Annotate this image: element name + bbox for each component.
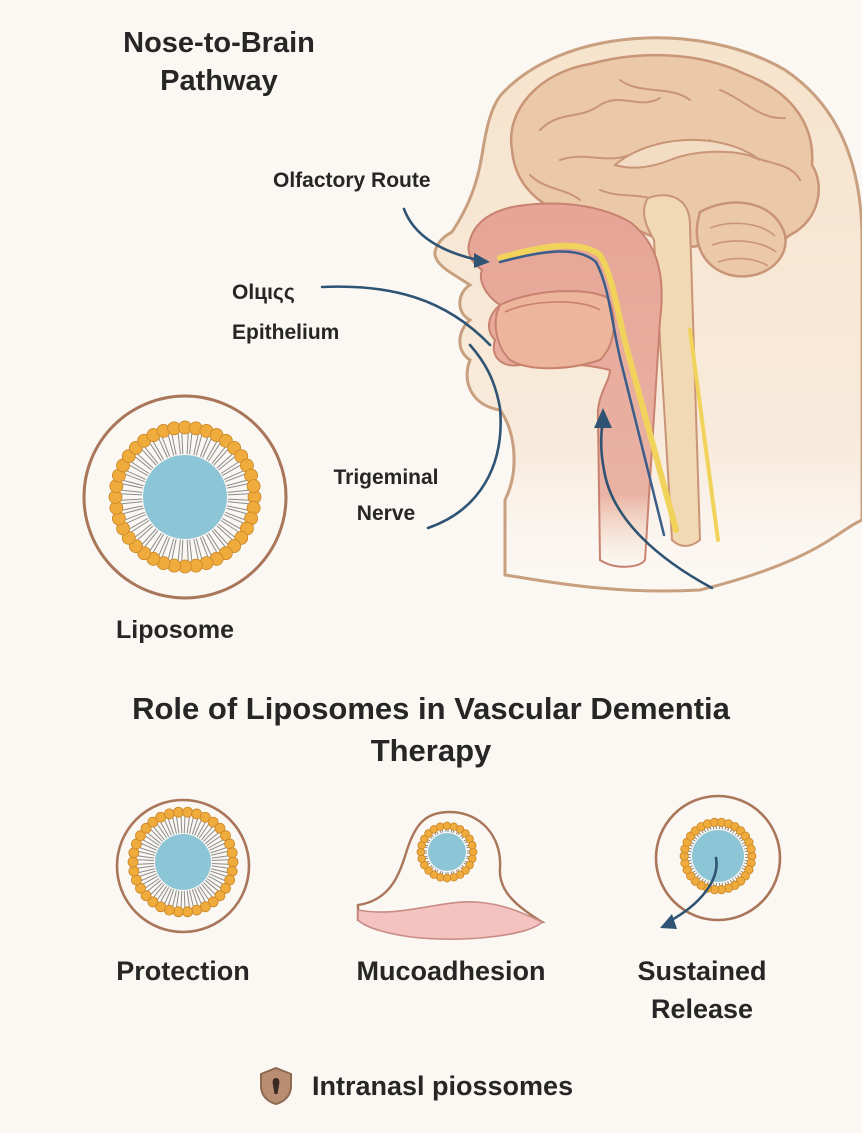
pathway-title-line1: Nose-to-Brain: [100, 24, 338, 62]
lipid-head: [128, 857, 138, 867]
protection-icon: [117, 800, 249, 932]
olfactory-epithelium-line1: Olцιςς: [232, 278, 339, 308]
footer-text: Intranasl piossomes: [312, 1071, 573, 1102]
lipid-head: [164, 809, 174, 819]
lipid-head: [183, 807, 193, 817]
lipid-head: [192, 905, 202, 915]
lipid-head: [469, 848, 477, 856]
liposome-large: [84, 396, 286, 598]
trigeminal-nerve-label: Trigeminal Nerve: [326, 460, 446, 532]
liposome-core: [155, 834, 211, 890]
sustained-release-line2: Release: [612, 990, 792, 1028]
footer: Intranasl piossomes: [258, 1064, 573, 1108]
olfactory-route-label: Olfactory Route: [273, 164, 431, 198]
lipid-head: [173, 807, 183, 817]
pathway-title-line2: Pathway: [100, 62, 338, 100]
liposome-core: [428, 833, 466, 871]
sustained-release-label: Sustained Release: [612, 952, 792, 1028]
lipid-head: [183, 907, 193, 917]
role-title-line2: Therapy: [60, 730, 802, 772]
pathway-title: Nose-to-Brain Pathway: [100, 24, 338, 100]
lipid-head: [247, 480, 260, 493]
lipid-head: [450, 874, 458, 882]
lipid-head: [417, 848, 425, 856]
mucoadhesion-label: Mucoadhesion: [336, 952, 566, 990]
lipid-head: [225, 839, 235, 849]
lipid-head: [436, 823, 444, 831]
cerebellum: [697, 203, 786, 277]
protection-label: Protection: [92, 952, 274, 990]
liposome-core: [692, 830, 744, 882]
lipid-head: [469, 841, 477, 849]
mucoadhesion-icon: [358, 812, 542, 939]
lipid-head: [228, 857, 238, 867]
shield-icon: [258, 1066, 294, 1106]
lipid-head: [131, 875, 141, 885]
role-title-line1: Role of Liposomes in Vascular Dementia: [60, 688, 802, 730]
lipid-head: [227, 866, 237, 876]
liposome-core: [143, 455, 227, 539]
lipid-head: [443, 822, 451, 830]
role-title: Role of Liposomes in Vascular Dementia T…: [60, 688, 802, 772]
lipid-head: [443, 874, 451, 882]
lipid-head: [747, 845, 755, 853]
head-cross-section: [435, 38, 862, 591]
lipid-head: [129, 866, 139, 876]
olfactory-epithelium-label: Olцιςς Epithelium: [232, 278, 339, 348]
sustained-release-icon: [656, 796, 780, 929]
lipid-head: [227, 848, 237, 858]
lipid-head: [173, 907, 183, 917]
olfactory-epithelium-line2: Epithelium: [232, 318, 339, 348]
sustained-release-line1: Sustained: [612, 952, 792, 990]
lipid-head: [418, 855, 426, 863]
lipid-head: [129, 848, 139, 858]
trigeminal-line1: Trigeminal: [326, 460, 446, 496]
liposome-label: Liposome: [116, 612, 234, 648]
trigeminal-line2: Nerve: [326, 496, 446, 532]
